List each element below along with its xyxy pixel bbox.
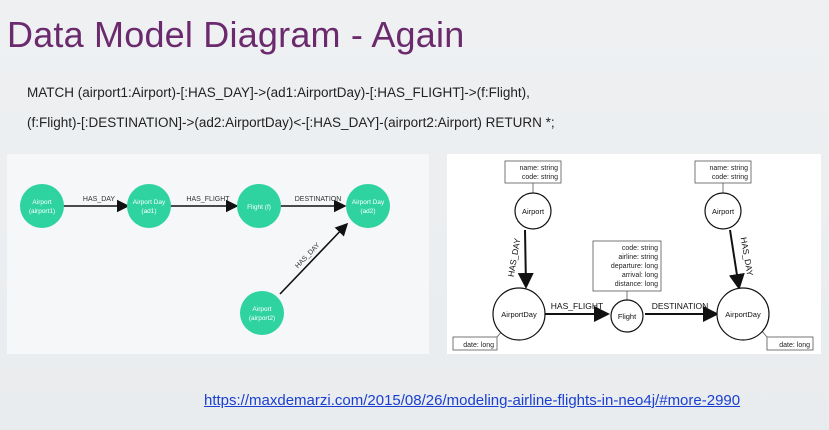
svg-text:Airport: Airport [252,306,271,313]
svg-text:(airport1): (airport1) [29,208,55,215]
node-airportday-left: AirportDay [492,287,546,341]
props-flight: code: string airline: string departure: … [592,240,662,301]
svg-text:(ad1): (ad1) [141,208,156,215]
svg-text:Airport: Airport [712,207,735,216]
edge-label: HAS_FLIGHT [186,196,230,203]
svg-text:Airport Day: Airport Day [133,199,166,206]
props-airportday-right: date: long [760,329,814,351]
svg-text:Airport: Airport [32,199,51,206]
edge-has-day-2: HAS_DAY [279,222,349,295]
edge-label: HAS_DAY [83,196,115,203]
cypher-query-line-2: (f:Flight)-[:DESTINATION]->(ad2:AirportD… [27,115,555,130]
svg-text:name: string: name: string [519,165,558,172]
svg-text:AirportDay: AirportDay [725,310,761,319]
node-airport-right: Airport [704,192,742,230]
source-link[interactable]: https://maxdemarzi.com/2015/08/26/modeli… [204,392,741,409]
node-ad1: Airport Day (ad1) [127,184,171,228]
edge-label: DESTINATION [295,196,342,203]
svg-text:code: string: code: string [712,174,748,181]
slide-title: Data Model Diagram - Again [7,14,465,55]
edge-has-flight: HAS_FLIGHT [545,301,610,322]
edge-has-flight: HAS_FLIGHT [170,196,239,213]
node-ad2: Airport Day (ad2) [346,184,390,228]
cypher-query-line-1: MATCH (airport1:Airport)-[:HAS_DAY]->(ad… [27,85,530,100]
graph-visualization-panel: HAS_DAY HAS_FLIGHT DESTINATION HAS_DAY A… [7,154,429,354]
node-airport2: Airport (airport2) [240,291,284,335]
edge-destination: DESTINATION [281,196,347,213]
graph-visualization: HAS_DAY HAS_FLIGHT DESTINATION HAS_DAY A… [20,184,390,335]
data-model-panel: name: string code: string name: string c… [447,154,821,354]
edge-label: HAS_DAY [506,237,523,278]
svg-text:date: long: date: long [779,342,810,349]
node-airport1: Airport (airport1) [20,184,64,228]
node-flight-model: Flight [610,299,644,333]
svg-text:code: string: code: string [522,174,558,181]
node-airport-left: Airport [514,192,552,230]
svg-text:Airport: Airport [522,207,545,216]
edge-destination: DESTINATION [645,301,719,322]
edge-label: DESTINATION [652,301,709,311]
svg-text:distance: long: distance: long [615,281,658,288]
svg-text:name: string: name: string [709,165,748,172]
node-airportday-right: AirportDay [716,287,770,341]
svg-text:AirportDay: AirportDay [501,310,537,319]
edge-label: HAS_DAY [739,236,756,277]
edge-has-day-right: HAS_DAY [728,229,756,290]
svg-text:departure: long: departure: long [611,263,658,270]
svg-text:Flight: Flight [618,312,637,321]
svg-text:Airport Day: Airport Day [352,199,385,206]
props-airport-right: name: string code: string [694,160,752,193]
props-airport-left: name: string code: string [504,160,562,193]
svg-text:code: string: code: string [622,245,658,252]
edge-has-day-1: HAS_DAY [63,196,130,213]
svg-text:Flight (f): Flight (f) [247,204,271,211]
svg-text:(ad2): (ad2) [360,208,375,215]
edge-has-day-left: HAS_DAY [506,229,534,289]
svg-text:airline: string: airline: string [618,254,658,261]
data-model-diagram: name: string code: string name: string c… [452,160,814,351]
svg-text:(airport2): (airport2) [249,315,275,322]
svg-text:arrival: long: arrival: long [622,272,658,279]
svg-text:date: long: date: long [463,342,494,349]
edge-label: HAS_FLIGHT [551,301,603,311]
props-airportday-left: date: long [452,329,504,351]
node-flight: Flight (f) [237,184,281,228]
